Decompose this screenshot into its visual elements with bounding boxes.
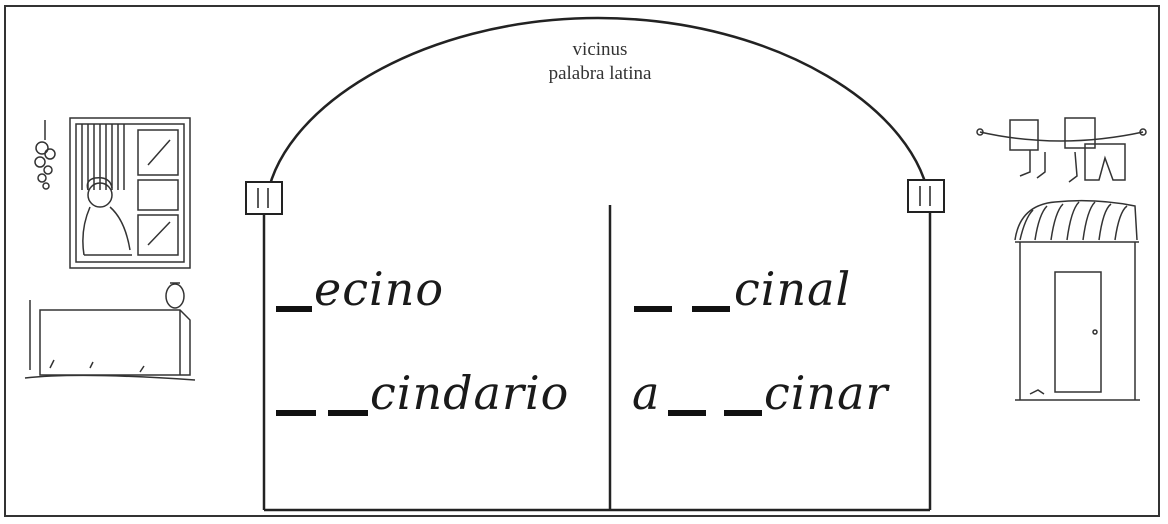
blank-line xyxy=(668,410,706,416)
clothesline-house-illustration xyxy=(976,117,1147,401)
blank-line xyxy=(276,306,312,312)
arch-title: vicinus palabra latina xyxy=(480,38,720,86)
word-cinal: cinal xyxy=(734,262,852,316)
worksheet-frame xyxy=(4,5,1160,517)
blank-line xyxy=(276,410,316,416)
word-ecino: ecino xyxy=(314,262,445,316)
right-hinge-icon xyxy=(907,179,945,213)
word-cindario: cindario xyxy=(370,366,570,420)
blank-line xyxy=(634,306,672,312)
latin-word-caption: palabra latina xyxy=(548,63,652,84)
latin-word: vicinus xyxy=(572,39,628,60)
blank-line xyxy=(724,410,762,416)
word-cinar: cinar xyxy=(764,366,889,420)
word-a-prefix: a xyxy=(632,366,661,420)
left-hinge-icon xyxy=(245,181,283,215)
blank-line xyxy=(692,306,730,312)
blank-line xyxy=(328,410,368,416)
woman-at-window-illustration xyxy=(24,117,196,381)
